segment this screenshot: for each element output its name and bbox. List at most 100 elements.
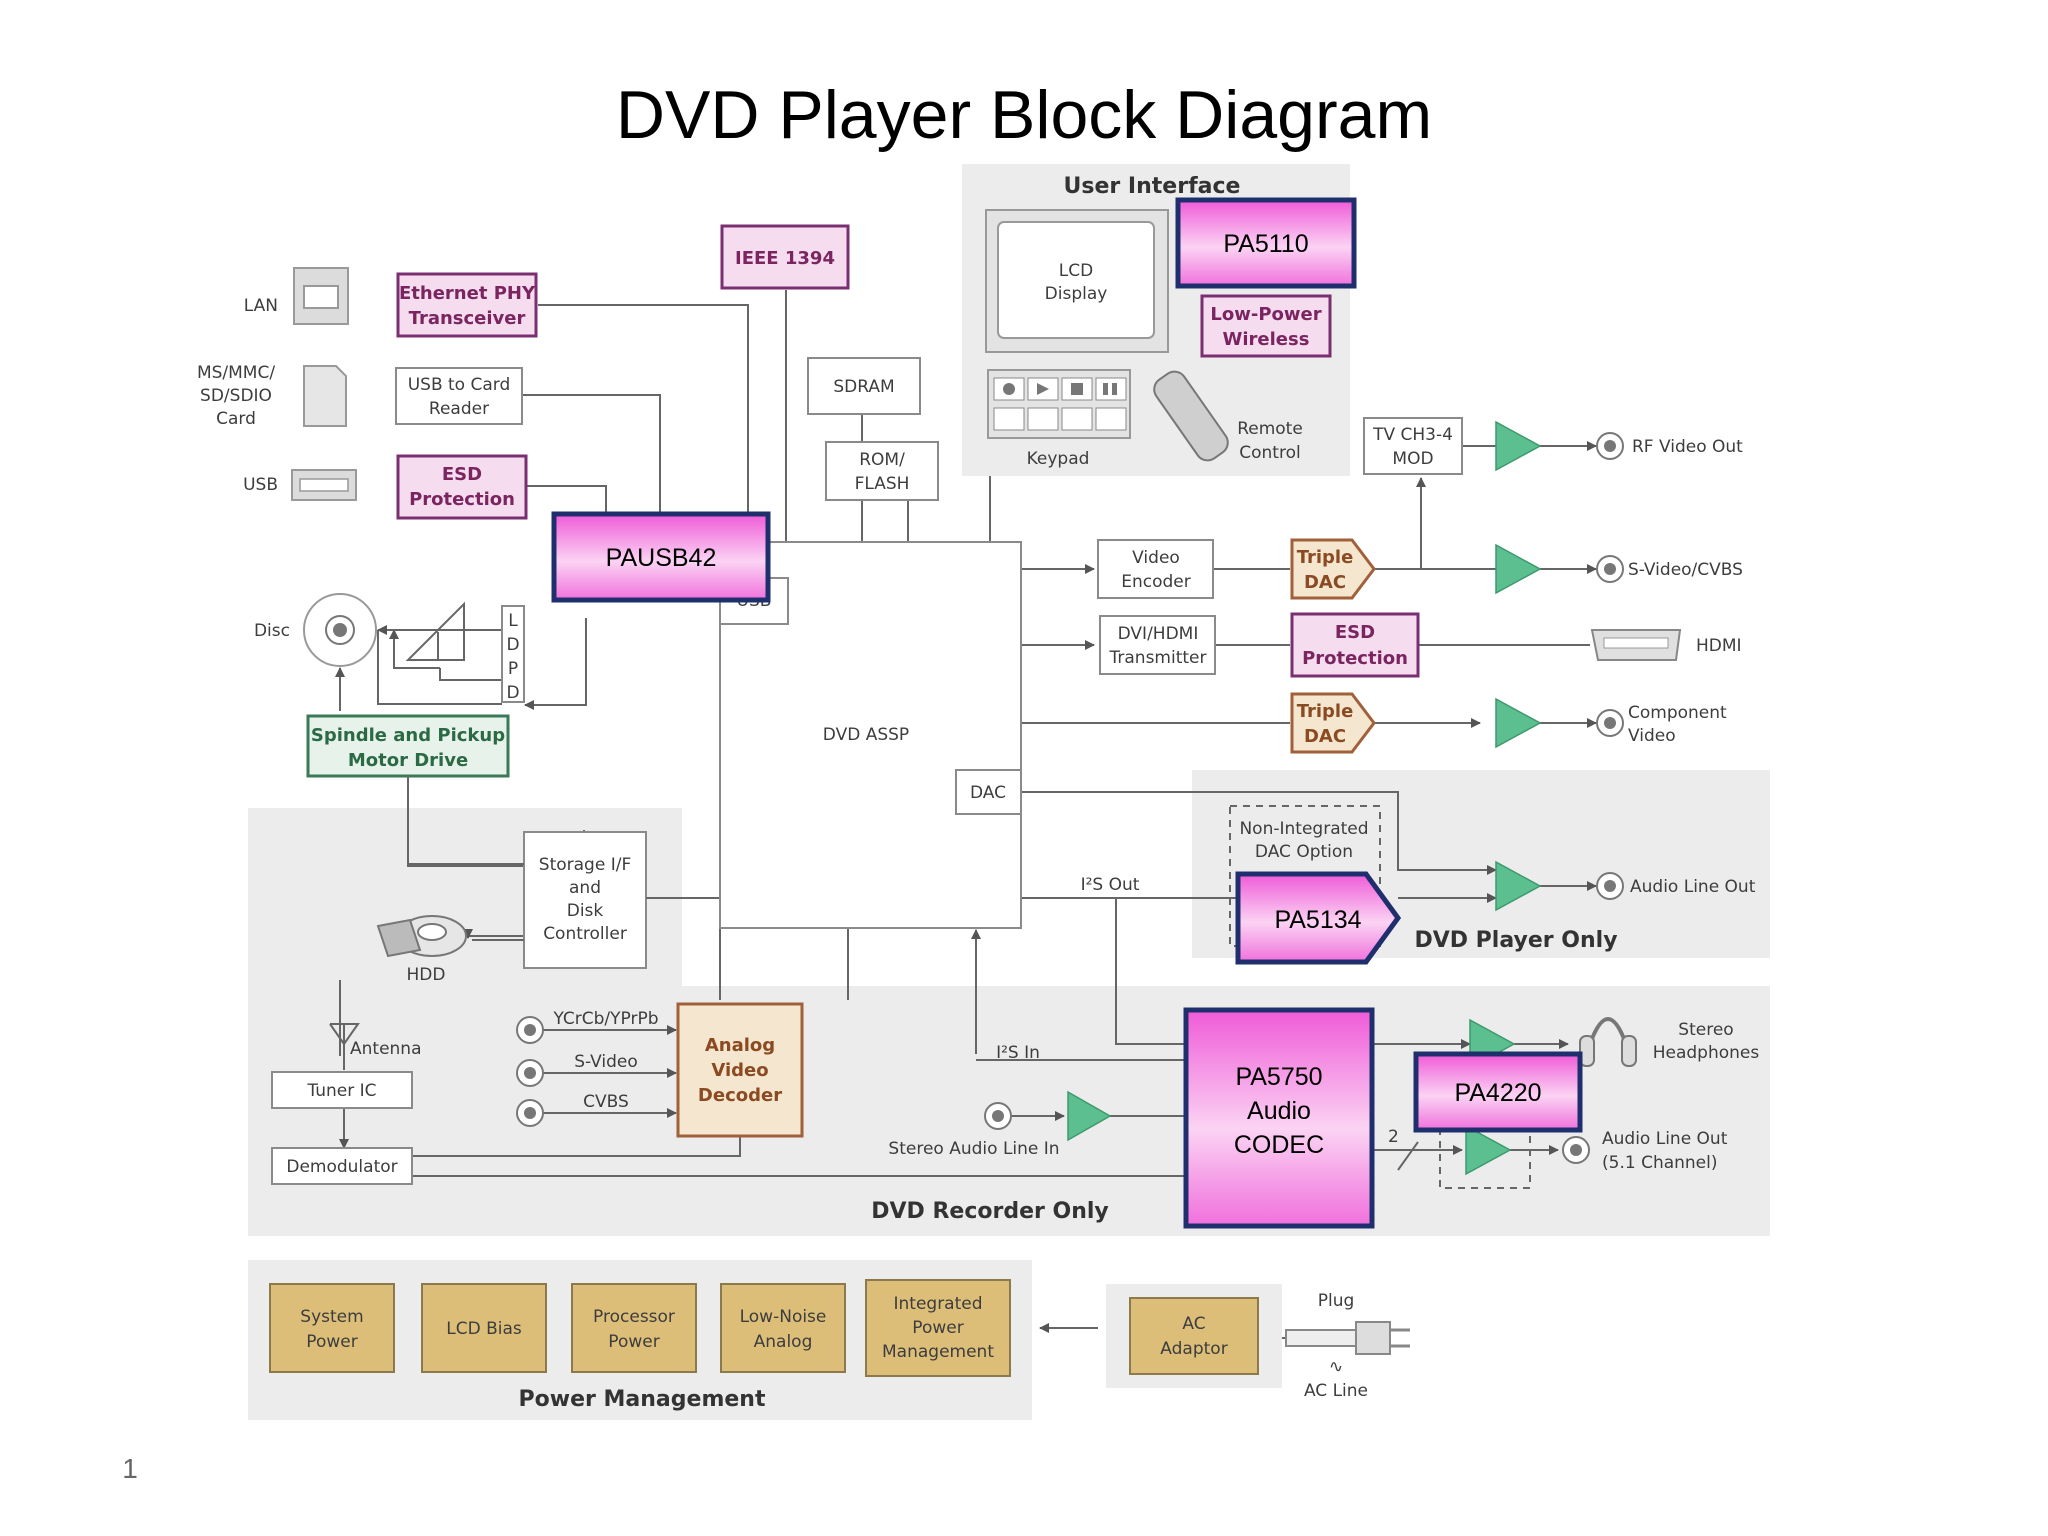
usb-label: USB — [243, 475, 278, 495]
analog-video-decoder-block — [676, 1002, 804, 1138]
pickup-optics-icon — [405, 601, 465, 661]
storage-label-3: Disk — [567, 901, 604, 921]
cvbs-label: CVBS — [583, 1092, 629, 1112]
power-block-system-power — [269, 1283, 395, 1373]
esd-protection-right-block — [1290, 612, 1420, 678]
section-label-dvd-recorder-only: DVD Recorder Only — [871, 1199, 1109, 1224]
jack-svideo-in-icon — [516, 1059, 544, 1087]
jack-51-icon — [1562, 1136, 1590, 1164]
lan-port-icon — [293, 267, 349, 325]
analog-video-decoder-label-3: Decoder — [698, 1085, 782, 1106]
keypad-label: Keypad — [1027, 449, 1090, 469]
usb-card-reader-block — [395, 367, 523, 425]
bus-width-label: 2 — [1388, 1127, 1399, 1147]
storage-controller-block — [523, 831, 647, 969]
low-power-wireless-block — [1200, 294, 1332, 358]
low-noise-analog-label-2: Analog — [754, 1332, 813, 1352]
processor-power-label-2: Power — [608, 1332, 659, 1352]
pa5750-label-3: CODEC — [1234, 1131, 1324, 1159]
assp-dac-label: DAC — [970, 783, 1006, 803]
system-power-label-1: System — [300, 1307, 363, 1327]
ldpd-box — [501, 605, 525, 703]
tuner-ic-block — [271, 1071, 413, 1109]
ac-adaptor-block — [1129, 1297, 1259, 1375]
non-integrated-label-2: DAC Option — [1255, 842, 1353, 862]
svideo-in-label: S-Video — [574, 1052, 638, 1072]
video-encoder-label-2: Encoder — [1121, 572, 1191, 592]
triple-dac-bottom-label-2: DAC — [1304, 726, 1346, 747]
amplifier-stereo-in-icon — [1067, 1090, 1112, 1142]
svideo-cvbs-label: S-Video/CVBS — [1628, 560, 1743, 580]
esd-right-label-2: Protection — [1302, 648, 1408, 669]
pa5750-label-1: PA5750 — [1235, 1063, 1322, 1091]
ipm-label-1: Integrated — [893, 1294, 982, 1314]
power-block-integrated-power-management — [865, 1279, 1011, 1377]
triple-dac-bottom-label-1: Triple — [1297, 701, 1354, 722]
power-block-low-noise-analog — [720, 1283, 846, 1373]
triple-dac-top-label-1: Triple — [1297, 547, 1354, 568]
pa5110-part-block — [1175, 197, 1357, 289]
lan-label: LAN — [244, 296, 278, 316]
audio-line-out-51-label-2: (5.1 Channel) — [1602, 1153, 1718, 1173]
dvi-hdmi-label-1: DVI/HDMI — [1118, 624, 1199, 644]
component-label-2: Video — [1628, 726, 1676, 746]
ldpd-letter-2: D — [506, 635, 519, 655]
tv-mod-label-2: MOD — [1392, 449, 1433, 469]
esd-left-label-1: ESD — [442, 464, 482, 485]
tv-mod-label-1: TV CH3-4 — [1372, 425, 1453, 445]
jack-svideo-icon — [1596, 555, 1624, 583]
disc-icon — [303, 593, 377, 667]
spindle-motor-drive-block — [306, 714, 510, 778]
remote-label-2: Control — [1239, 443, 1300, 463]
section-label-power-management: Power Management — [519, 1387, 766, 1412]
jack-stereo-in-icon — [984, 1102, 1012, 1130]
remote-label-1: Remote — [1237, 419, 1303, 439]
audio-line-out-label: Audio Line Out — [1630, 877, 1756, 897]
triple-dac-top-label-2: DAC — [1304, 572, 1346, 593]
section-label-dvd-player-only: DVD Player Only — [1414, 928, 1617, 953]
remote-control-icon — [1153, 370, 1229, 462]
pa5110-label: PA5110 — [1223, 230, 1308, 258]
rf-video-out-label: RF Video Out — [1632, 437, 1743, 457]
ipm-label-3: Management — [882, 1342, 994, 1362]
ethernet-phy-block — [396, 272, 538, 338]
disc-label: Disc — [254, 621, 290, 641]
ac-adaptor-label-1: AC — [1182, 1314, 1205, 1334]
sd-card-icon — [303, 365, 347, 427]
esd-left-label-2: Protection — [409, 489, 515, 510]
plug-label: Plug — [1318, 1291, 1355, 1311]
ac-line-label: AC Line — [1304, 1381, 1368, 1401]
dvi-hdmi-block — [1099, 615, 1216, 675]
power-block-processor-power — [571, 1283, 697, 1373]
analog-video-decoder-label-2: Video — [711, 1060, 768, 1081]
stereo-audio-line-in-label: Stereo Audio Line In — [888, 1139, 1059, 1159]
headphones-icon — [1579, 1017, 1637, 1067]
page-number: 1 — [122, 1453, 138, 1484]
card-label-line3: Card — [216, 409, 256, 429]
card-label-line2: SD/SDIO — [200, 386, 272, 406]
lcd-bias-label: LCD Bias — [446, 1319, 522, 1339]
video-encoder-label-1: Video — [1132, 548, 1180, 568]
lcd-display-block — [985, 209, 1169, 353]
hdmi-label: HDMI — [1696, 636, 1742, 656]
ethernet-phy-label-1: Ethernet PHY — [399, 283, 536, 304]
pausb42-label: PAUSB42 — [606, 544, 717, 572]
storage-label-1: Storage I/F — [539, 855, 631, 875]
storage-label-2: and — [569, 878, 601, 898]
sdram-label: SDRAM — [833, 377, 894, 397]
esd-protection-left-block — [396, 454, 528, 520]
hdd-icon — [376, 915, 467, 958]
pa4220-part-block — [1413, 1051, 1583, 1133]
ldpd-letter-4: D — [506, 683, 519, 703]
dvi-hdmi-label-2: Transmitter — [1109, 648, 1207, 668]
ac-tilde-glyph: ∿ — [1329, 1357, 1343, 1377]
processor-power-label-1: Processor — [593, 1307, 675, 1327]
pa5134-part-block — [1235, 871, 1402, 965]
amplifier-svideo-icon — [1495, 543, 1542, 595]
non-integrated-label-1: Non-Integrated — [1239, 819, 1368, 839]
jack-rf-icon — [1596, 432, 1624, 460]
tv-mod-block — [1363, 417, 1463, 475]
usb-card-reader-label-1: USB to Card — [408, 375, 511, 395]
